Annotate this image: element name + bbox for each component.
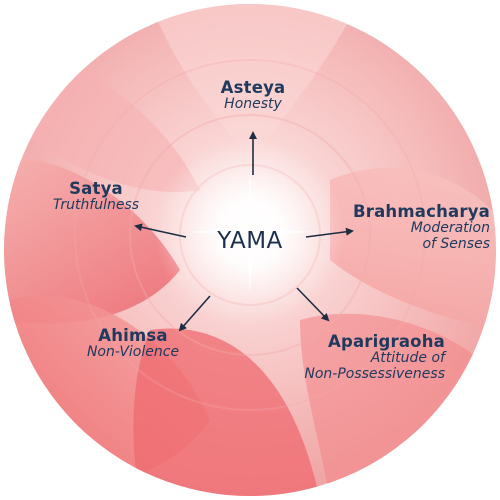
branch-name: Asteya <box>220 78 286 97</box>
branch-meaning: Moderation <box>410 220 490 237</box>
branch-name: Brahmacharya <box>352 202 490 221</box>
petal-bottom <box>133 328 320 496</box>
branch-brahmacharya: Brahmacharya Moderation of Senses <box>330 202 490 253</box>
arrow-brahmacharya <box>305 227 354 238</box>
branch-name: Aparigraoha <box>327 332 445 351</box>
petal-right <box>330 167 496 330</box>
petal-top <box>150 4 360 160</box>
branch-asteya: Asteya Honesty <box>193 78 313 113</box>
branch-ahimsa: Ahimsa Non-Violence <box>73 326 193 361</box>
branch-satya: Satya Truthfulness <box>36 179 156 214</box>
branch-meaning: Non-Possessiveness <box>304 366 445 383</box>
branch-meaning: of Senses <box>422 236 490 253</box>
branch-meaning: Truthfulness <box>52 197 140 214</box>
arrow-ahimsa <box>178 295 211 332</box>
arrow-aparigraoha <box>296 287 330 322</box>
branch-meaning: Attitude of <box>370 350 445 367</box>
branch-aparigraoha: Aparigraoha Attitude of Non-Possessivene… <box>255 332 445 383</box>
branch-meaning: Honesty <box>224 96 282 113</box>
arrow-satya <box>134 223 187 238</box>
branch-name: Satya <box>69 179 123 198</box>
branch-meaning: Non-Violence <box>86 344 180 361</box>
branch-name: Ahimsa <box>98 326 168 345</box>
arrows <box>134 131 354 332</box>
petal-left <box>4 158 180 324</box>
center-label-yama: YAMA <box>217 228 283 254</box>
